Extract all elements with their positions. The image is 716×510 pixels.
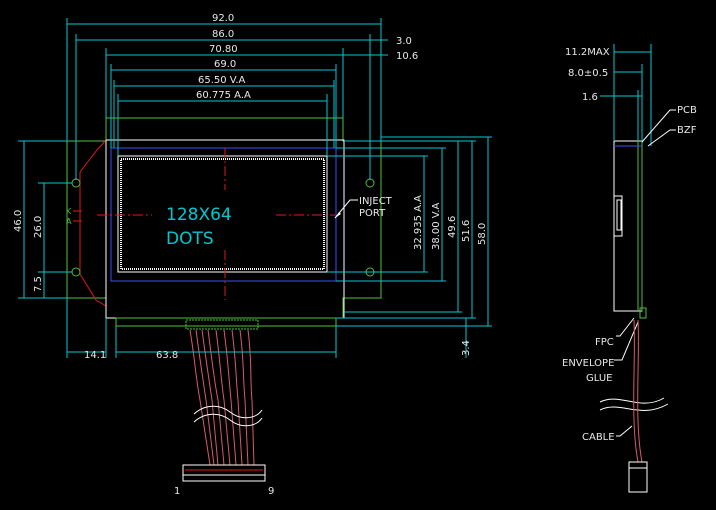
left-dimension-lines (18, 140, 72, 299)
label-bzf: BZF (677, 125, 697, 136)
cable-wires (189, 329, 263, 466)
side-module-body (613, 140, 647, 319)
label-pcb: PCB (677, 105, 697, 116)
dim-32-935-aa: 32.935 A.A (413, 195, 424, 250)
center-lines (97, 148, 335, 300)
label-envelope: ENVELOPE (562, 358, 614, 369)
led-pin-k: K (66, 207, 72, 216)
inject-port-callout: INJECT PORT (334, 196, 393, 219)
dim-69-0: 69.0 (214, 59, 236, 70)
inject-port-label-1: INJECT (359, 196, 393, 207)
side-dim-11-2max: 11.2MAX (565, 47, 610, 58)
dim-86-0: 86.0 (212, 29, 234, 40)
side-dim-1-6: 1.6 (582, 92, 598, 103)
led-pin-a: A (66, 217, 72, 226)
cable-connector: 1 9 (174, 464, 274, 497)
dim-60-775-aa: 60.775 A.A (196, 90, 251, 101)
connector-pin-1: 1 (174, 486, 180, 497)
side-callouts (599, 109, 676, 493)
led-pins: K A (66, 207, 82, 226)
side-dimension-lines (600, 44, 652, 146)
label-fpc: FPC (595, 337, 614, 348)
dim-10-6: 10.6 (396, 51, 418, 62)
dim-26-0: 26.0 (33, 216, 44, 238)
mounting-holes (71, 178, 375, 277)
dim-70-80: 70.80 (209, 44, 238, 55)
dim-14-1: 14.1 (84, 350, 106, 361)
dim-3-4: 3.4 (461, 340, 472, 356)
label-glue: GLUE (586, 373, 612, 384)
bottom-dimension-lines (66, 298, 470, 358)
side-view: 11.2MAX 8.0±0.5 1.6 PCB BZF FPC ENVELOPE… (562, 44, 697, 493)
fpc-tail (115, 317, 337, 330)
front-view: 128X64 DOTS K A INJECT PORT (13, 13, 492, 497)
dim-49-6: 49.6 (447, 216, 458, 238)
connector-pin-9: 9 (268, 486, 274, 497)
inject-port-label-2: PORT (359, 208, 386, 219)
dim-38-00-va: 38.00 V.A (431, 202, 442, 250)
display-resolution-text: 128X64 (166, 205, 232, 225)
dim-65-50-va: 65.50 V.A (198, 75, 246, 86)
label-cable: CABLE (582, 432, 615, 443)
display-dots-text: DOTS (166, 229, 214, 249)
active-area (117, 155, 328, 273)
dim-63-8: 63.8 (156, 350, 178, 361)
dim-46-0: 46.0 (13, 210, 24, 232)
dim-7-5: 7.5 (33, 276, 44, 292)
dim-51-6: 51.6 (461, 220, 472, 242)
dim-3-0: 3.0 (396, 36, 412, 47)
dim-92-0: 92.0 (212, 13, 234, 24)
side-dim-8-0: 8.0±0.5 (568, 68, 608, 79)
dim-58-0: 58.0 (477, 223, 488, 245)
